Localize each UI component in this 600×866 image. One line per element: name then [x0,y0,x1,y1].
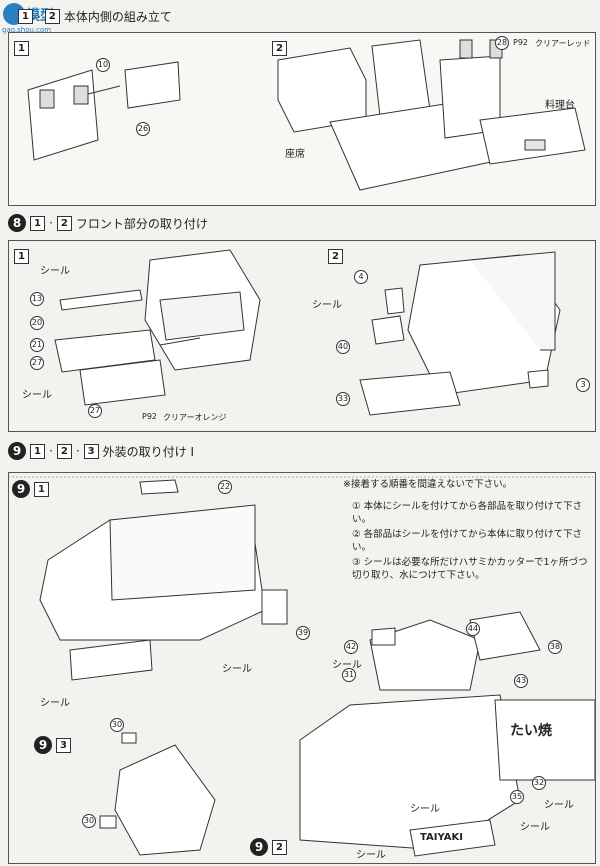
step9-header: 9 1 · 2 · 3 外装の取り付け Ⅰ [8,442,194,460]
panel-c-sub: 1 [14,244,29,264]
step7-num1: 1 [18,9,33,24]
part-32: 32 [532,776,546,790]
part-33: 33 [336,392,350,406]
part-22: 22 [218,480,232,494]
sign-text-2: TAIYAKI [420,832,463,843]
panel-g-header: 9 3 [34,736,71,754]
seal-d: シール [312,300,342,311]
partition-part [371,39,431,117]
step7-title: 本体内側の組み立て [63,10,172,24]
step7-sep: · [37,9,41,24]
paint-badge-b: P92 [513,38,529,47]
seal-f1: シール [332,660,362,671]
seal-f3: シール [520,822,550,833]
watermark-url: gao.shou.com [2,26,51,34]
panel-exterior [8,472,596,864]
step9-circle: 9 [8,442,26,460]
seal-c2: シール [22,390,52,401]
part-21: 21 [30,338,44,352]
step9-title: 外装の取り付け Ⅰ [102,444,195,459]
part-31: 31 [342,668,356,682]
part-30b: 30 [82,814,96,828]
step7-num2: 2 [44,9,60,24]
part-38 [469,611,541,661]
paint-note-red: クリアーレッド [535,39,591,48]
roof-part [139,479,179,495]
part-3: 3 [576,378,590,392]
fish-part [369,619,481,691]
part-30a: 30 [110,718,124,732]
mirror-d [384,287,405,315]
visor-part [27,69,99,161]
sign-text: たい焼 [510,723,552,739]
bottom-sign [409,819,496,857]
step8-title: フロント部分の取り付け [75,216,208,231]
panel-front [8,240,596,432]
step8-num1: 1 [30,215,45,231]
note-item-2: ② 各部品はシールを付けてから本体に取り付けて下さい。 [352,529,583,553]
step8-circle: 8 [8,214,26,232]
seal-f2: シール [544,800,574,811]
label-seat: 座席 [285,149,305,160]
headlight-part [371,315,405,345]
panel-b-sub: 2 [272,36,287,56]
seal-f5: シール [356,850,386,861]
part-44: 44 [466,622,480,636]
part-42 [371,627,396,646]
wiper-part [59,289,143,311]
part-10: 10 [96,58,110,72]
note-item-1: ① 本体にシールを付けてから各部品を取り付けて下さい。 [352,501,583,525]
part-28: 28 [495,36,509,50]
panel-h-header: 9 2 [250,838,287,856]
note-item-3: ③ シールは必要な所だけハサミかカッターで1ヶ所づつ切り取り、水につけて下さい。 [352,557,588,581]
label-kitchen: 料理台 [545,100,575,111]
step7-header: 1 · 2 本体内側の組み立て [18,8,172,25]
part-40: 40 [336,340,350,354]
panel-e-header: 9 1 [12,480,49,498]
kitchen-counter [479,107,586,165]
part-20: 20 [30,316,44,330]
part-43: 43 [514,674,528,688]
part-39: 39 [296,626,310,640]
part-42: 42 [344,640,358,654]
gas-tank [261,589,288,625]
step8-num2: 2 [56,215,72,231]
bumper-part [79,359,166,406]
seal-f4: シール [410,804,440,815]
seal-c1: シール [40,266,70,277]
seal-e1: シール [40,698,70,709]
mirror-part [124,61,181,109]
front-bumper [359,371,461,416]
side-part [527,369,549,389]
panel-a-sub: 1 [14,36,29,56]
part-35: 35 [510,790,524,804]
part-30a [121,732,137,744]
part-27b: 27 [88,404,102,418]
panel-d-sub: 2 [328,244,343,264]
part-27a: 27 [30,356,44,370]
part-13: 13 [30,292,44,306]
paint-badge-c: P92 [142,412,158,421]
sticker-e [69,639,153,681]
front-grille [54,329,156,373]
part-38: 38 [548,640,562,654]
wheel-well [114,744,216,856]
part-4: 4 [354,270,368,284]
part-26: 26 [136,122,150,136]
seal-e2: シール [222,664,252,675]
note-intro: ※接着する順番を間違えないで下さい。 [343,479,513,490]
paint-note-orange: クリアーオレンジ [163,413,227,422]
step8-header: 8 1 · 2 フロント部分の取り付け [8,214,208,232]
part-30b [99,815,117,829]
